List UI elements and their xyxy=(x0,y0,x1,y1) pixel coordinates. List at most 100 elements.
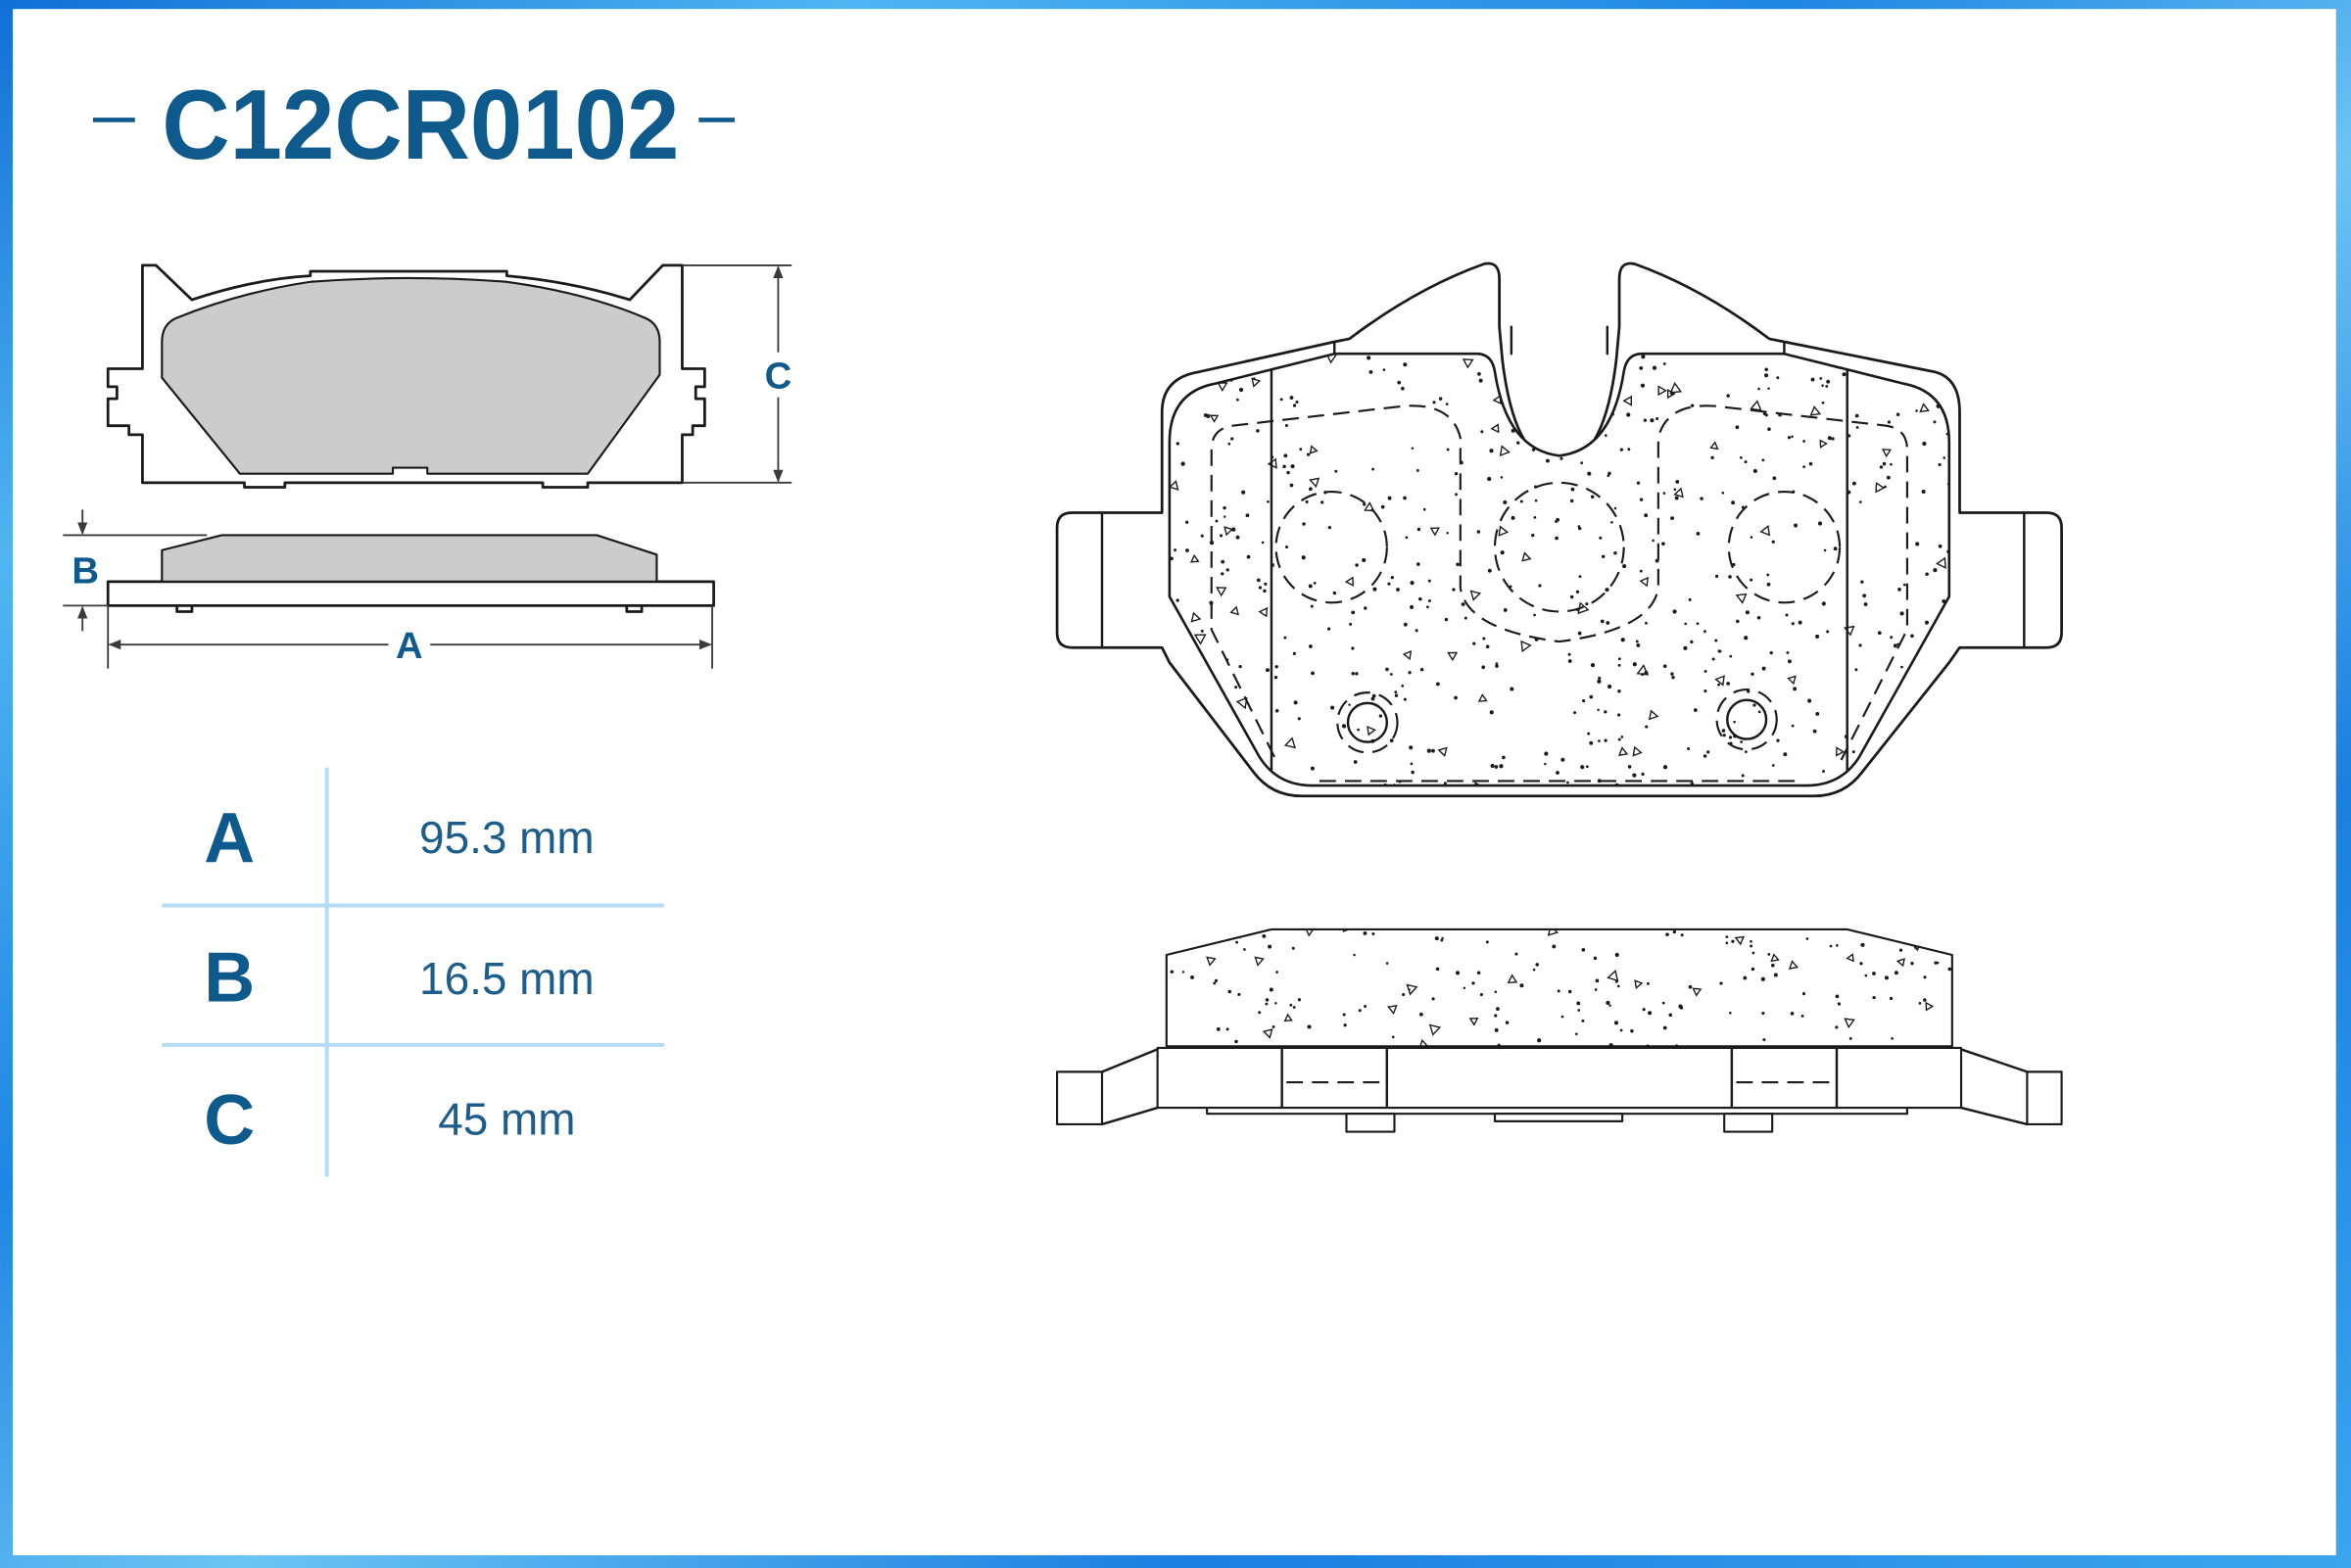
texture-dot xyxy=(1902,583,1906,587)
texture-dot xyxy=(1200,629,1204,633)
texture-dot xyxy=(1679,1006,1684,1010)
texture-dot xyxy=(1471,981,1475,985)
texture-dot xyxy=(1766,582,1771,587)
texture-dot xyxy=(1371,693,1376,698)
texture-dot xyxy=(1798,620,1802,625)
texture-dot xyxy=(1622,564,1627,569)
texture-triangle xyxy=(1367,726,1376,736)
spec-table: A 95.3 mm B 16.5 mm C 45 mm xyxy=(162,767,665,1177)
texture-dot xyxy=(1771,764,1775,767)
texture-dot xyxy=(1502,755,1506,760)
pin-circle-right-inner xyxy=(1726,698,1768,740)
texture-dot xyxy=(1422,507,1426,511)
texture-dot xyxy=(1890,636,1894,640)
friction-outline xyxy=(1168,352,1951,787)
texture-dot xyxy=(1662,664,1667,668)
texture-dot xyxy=(1371,467,1374,471)
texture-dot xyxy=(1851,481,1856,486)
texture-dot xyxy=(1495,662,1499,665)
side-tab-left xyxy=(1345,1113,1396,1133)
texture-triangle xyxy=(1418,1038,1430,1047)
texture-dot xyxy=(1362,557,1367,563)
texture-dot xyxy=(1402,993,1406,997)
texture-dot xyxy=(1613,506,1617,510)
spec-value-a: 95.3 mm xyxy=(419,812,595,863)
texture-dot xyxy=(1761,458,1765,462)
texture-dot xyxy=(1495,664,1499,668)
texture-dot xyxy=(1933,567,1938,573)
texture-dot xyxy=(1532,968,1536,972)
texture-dot xyxy=(1915,409,1918,412)
texture-triangle xyxy=(1607,970,1619,982)
texture-dot xyxy=(1817,521,1823,526)
texture-dot xyxy=(1170,970,1175,974)
shim-outline-dashed xyxy=(1210,404,1909,761)
texture-dot xyxy=(1837,1002,1842,1006)
texture-dot xyxy=(1535,963,1539,967)
small-side-view xyxy=(106,534,715,613)
texture-dot xyxy=(1235,940,1239,944)
texture-dot xyxy=(1454,695,1458,700)
texture-dot xyxy=(1614,952,1619,958)
texture-dot xyxy=(1214,978,1219,982)
side-tab-center xyxy=(1493,1113,1624,1122)
texture-dot xyxy=(1626,412,1631,417)
texture-dot xyxy=(1577,526,1582,531)
texture-triangle xyxy=(1216,587,1227,597)
dim-a-label-bg xyxy=(388,623,431,666)
texture-dot xyxy=(1756,615,1761,620)
texture-dot xyxy=(1741,774,1745,778)
texture-dot xyxy=(1616,713,1621,717)
texture-dot xyxy=(1349,622,1353,626)
side-ear-left xyxy=(1056,1070,1104,1126)
texture-dot xyxy=(1910,634,1914,639)
pin-circle-right-outer xyxy=(1715,689,1778,751)
texture-triangle xyxy=(1895,958,1905,968)
texture-dot xyxy=(1246,554,1251,559)
texture-dot xyxy=(1858,500,1862,503)
texture-dot xyxy=(1238,665,1242,669)
texture-dot xyxy=(1560,757,1565,762)
texture-dot xyxy=(1703,689,1707,693)
texture-dot xyxy=(1427,599,1431,602)
texture-dot xyxy=(1776,738,1780,742)
texture-dot xyxy=(1877,631,1882,636)
texture-dot xyxy=(1581,1019,1585,1022)
texture-triangle xyxy=(1499,445,1511,457)
texture-dot xyxy=(1601,554,1606,559)
texture-dot xyxy=(1271,1025,1275,1028)
texture-dot xyxy=(1652,539,1655,543)
texture-dot xyxy=(1310,604,1314,608)
texture-dot xyxy=(1557,989,1560,993)
texture-dot xyxy=(1472,641,1476,645)
texture-dot xyxy=(1185,520,1189,524)
texture-dot xyxy=(1531,533,1535,538)
texture-dot xyxy=(1292,404,1297,407)
texture-dot xyxy=(1181,971,1185,974)
texture-dot xyxy=(1223,505,1226,510)
texture-dot xyxy=(1200,534,1204,538)
side-ear-right-bottom xyxy=(1959,1106,2029,1126)
texture-dot xyxy=(1263,589,1267,594)
texture-dot xyxy=(1418,596,1422,601)
texture-dot xyxy=(1443,782,1447,785)
texture-dot xyxy=(1819,377,1823,380)
table-row: A 95.3 mm xyxy=(204,799,594,878)
texture-triangle xyxy=(1387,1005,1398,1016)
texture-dot xyxy=(1499,764,1504,769)
texture-dot xyxy=(1767,387,1770,390)
texture-triangle xyxy=(1520,640,1532,653)
texture-dot xyxy=(1295,400,1299,404)
texture-dot xyxy=(1463,616,1467,620)
texture-triangle xyxy=(1447,651,1459,662)
texture-dot xyxy=(1306,452,1311,456)
texture-dot xyxy=(1630,1029,1634,1033)
texture-dot xyxy=(1496,1007,1500,1011)
pin-circle-left-outer xyxy=(1336,691,1399,754)
side-ear-left-bottom xyxy=(1100,1106,1159,1126)
texture-dot xyxy=(1264,582,1268,586)
texture-dot xyxy=(1454,471,1459,476)
texture-triangle xyxy=(1206,956,1217,967)
texture-dot xyxy=(1862,594,1867,598)
